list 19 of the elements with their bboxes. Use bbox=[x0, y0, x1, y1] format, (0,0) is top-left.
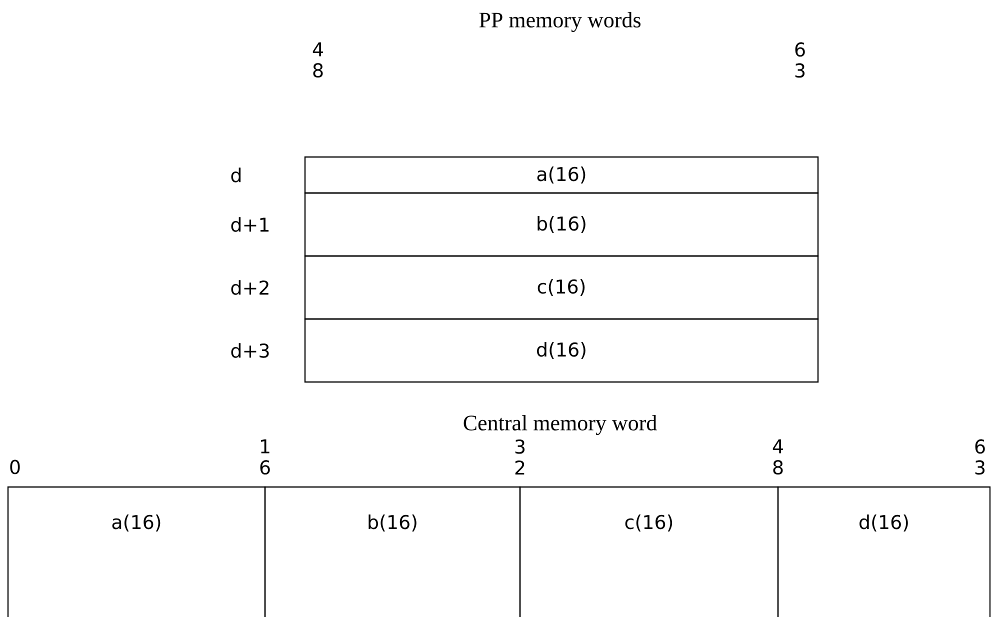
bit-number: 3 2 bbox=[515, 439, 525, 475]
heading: Central memory word bbox=[464, 415, 657, 435]
bit-number: 4 8 bbox=[772, 439, 783, 475]
address-label: d bbox=[231, 168, 241, 182]
memory-row: b(16) bbox=[304, 192, 819, 257]
word-field: d(16) bbox=[777, 486, 991, 617]
word-field: b(16) bbox=[264, 486, 521, 617]
address-label: d+2 bbox=[231, 280, 268, 295]
address-label: d+1 bbox=[231, 217, 269, 232]
bit-number: 6 3 bbox=[795, 42, 805, 78]
heading: PP memory words bbox=[479, 12, 640, 32]
word-field: c(16) bbox=[519, 486, 779, 617]
word-field: a(16) bbox=[7, 486, 266, 617]
bit-number: 1 6 bbox=[260, 439, 270, 475]
memory-row: a(16) bbox=[304, 156, 819, 194]
bit-number: 4 8 bbox=[312, 42, 323, 78]
memory-row: d(16) bbox=[304, 318, 819, 383]
memory-row: c(16) bbox=[304, 255, 819, 320]
address-label: d+3 bbox=[231, 343, 269, 358]
